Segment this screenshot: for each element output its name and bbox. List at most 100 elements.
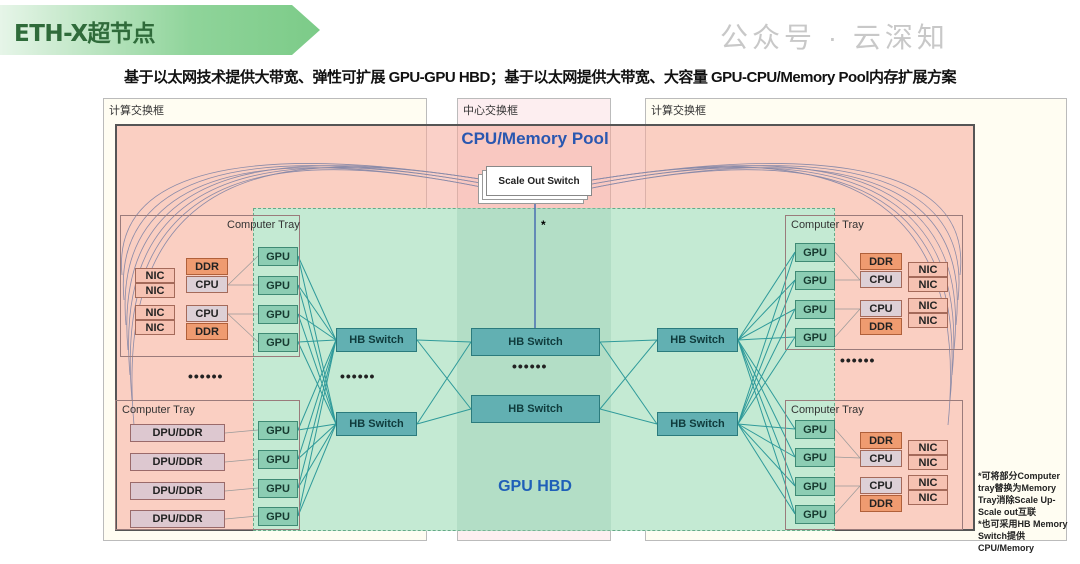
cpu-gpu-link — [834, 251, 861, 281]
cpu-gpu-link — [227, 313, 259, 343]
frame-label: 计算交换框 — [109, 105, 164, 117]
cpu-gpu-link — [834, 428, 861, 459]
cpu-gpu-link — [834, 485, 861, 515]
cpu-gpu-link — [227, 255, 259, 286]
gpu-box: GPU — [795, 420, 835, 439]
gpu-switch-link — [297, 313, 337, 341]
switch-switch-link — [599, 341, 658, 425]
asterisk-note-marker: * — [541, 218, 546, 232]
computer-tray — [120, 215, 300, 357]
gpu-switch-link — [297, 423, 337, 517]
gpu-switch-link — [297, 339, 337, 517]
scale-out-link — [129, 169, 487, 401]
nic-box: NIC — [908, 277, 948, 292]
gpu-switch-link — [297, 284, 337, 341]
tray-label: Computer Tray — [791, 404, 864, 416]
gpu-hbd-area — [253, 208, 835, 531]
scale-out-link — [128, 167, 487, 376]
gpu-box: GPU — [795, 477, 835, 496]
switch-switch-link — [416, 339, 472, 343]
nic-box: NIC — [908, 313, 948, 328]
gpu-box: GPU — [795, 505, 835, 524]
gpu-switch-link — [297, 284, 337, 425]
ddr-box: DDR — [186, 258, 228, 275]
cpu-box: CPU — [860, 300, 902, 317]
tray-label: Computer Tray — [791, 219, 864, 231]
computer-tray — [785, 215, 963, 350]
hb-switch: HB Switch — [657, 328, 738, 352]
nic-box: NIC — [908, 490, 948, 505]
dpu-gpu-link — [224, 429, 259, 434]
frame-label: 中心交换框 — [463, 105, 518, 117]
watermark: 公众号 · 云深知 — [720, 22, 949, 53]
switch-switch-link — [416, 408, 472, 425]
switch-switch-link — [416, 341, 472, 425]
scale-out-link — [591, 167, 955, 376]
dpu-ddr-box: DPU/DDR — [130, 510, 225, 528]
dpu-ddr-box: DPU/DDR — [130, 424, 225, 442]
pool-title: CPU/Memory Pool — [461, 129, 609, 148]
gpu-switch-link — [297, 341, 337, 425]
cpu-gpu-link — [834, 456, 861, 459]
dpu-gpu-link — [224, 515, 259, 520]
nic-box: NIC — [908, 475, 948, 490]
ddr-box: DDR — [860, 432, 902, 449]
ellipsis: •••••• — [512, 358, 548, 374]
gpu-box: GPU — [258, 276, 298, 295]
gpu-box: GPU — [795, 448, 835, 467]
nic-box: NIC — [135, 320, 175, 335]
nic-box: NIC — [908, 455, 948, 470]
gpu-switch-link — [297, 313, 337, 425]
dpu-ddr-box: DPU/DDR — [130, 482, 225, 500]
footnote: *可将部分Computer tray替换为Memory Tray消除Scale … — [978, 470, 1076, 554]
gpu-switch-link — [737, 336, 796, 425]
switch-switch-link — [599, 408, 658, 425]
gpu-switch-link — [297, 423, 337, 460]
dpu-gpu-link — [224, 487, 259, 492]
gpu-box: GPU — [258, 450, 298, 469]
gpu-box: GPU — [795, 300, 835, 319]
nic-box: NIC — [908, 298, 948, 313]
gpu-box: GPU — [258, 479, 298, 498]
ddr-box: DDR — [186, 323, 228, 340]
hb-switch: HB Switch — [471, 395, 600, 423]
computer-tray — [785, 400, 963, 530]
gpu-box: GPU — [795, 271, 835, 290]
gpu-switch-link — [297, 339, 337, 431]
dpu-gpu-link — [224, 458, 259, 463]
gpu-box: GPU — [795, 328, 835, 347]
nic-box: NIC — [135, 268, 175, 283]
gpu-switch-link — [297, 339, 337, 489]
ddr-box: DDR — [860, 495, 902, 512]
hb-switch: HB Switch — [336, 328, 417, 352]
gpu-box: GPU — [258, 421, 298, 440]
hb-switch: HB Switch — [471, 328, 600, 356]
gpu-box: GPU — [795, 243, 835, 262]
nic-box: NIC — [135, 283, 175, 298]
hbd-title: GPU HBD — [498, 478, 572, 495]
nic-box: NIC — [135, 305, 175, 320]
page-title: ETH-X超节点 — [14, 21, 156, 47]
hb-switch: HB Switch — [657, 412, 738, 436]
switch-switch-link — [416, 339, 472, 410]
gpu-box: GPU — [258, 333, 298, 352]
footnote-line: *也可采用HB Memory Switch提供CPU/Memory — [978, 519, 1068, 553]
ddr-box: DDR — [860, 253, 902, 270]
dpu-ddr-box: DPU/DDR — [130, 453, 225, 471]
title-banner — [0, 5, 320, 55]
gpu-box: GPU — [258, 507, 298, 526]
ellipsis: •••••• — [340, 368, 376, 384]
cpu-box: CPU — [860, 450, 902, 467]
tray-label: Computer Tray — [122, 404, 195, 416]
scale-out-switch: Scale Out Switch — [486, 166, 592, 196]
nic-box: NIC — [908, 440, 948, 455]
footnote-line: *可将部分Computer tray替换为Memory Tray消除Scale … — [978, 471, 1061, 517]
computer-tray — [115, 400, 300, 530]
tray-label: Computer Tray — [227, 219, 300, 231]
ellipsis: •••••• — [188, 368, 224, 384]
gpu-switch-link — [297, 423, 337, 489]
gpu-box: GPU — [258, 305, 298, 324]
gpu-switch-link — [297, 255, 337, 341]
cpu-box: CPU — [860, 271, 902, 288]
switch-switch-link — [599, 339, 658, 343]
